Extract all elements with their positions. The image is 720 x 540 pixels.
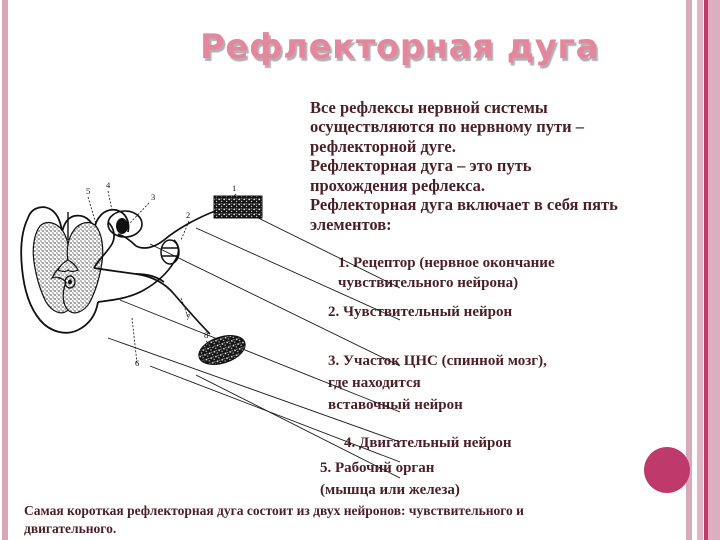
list-item-3-line-1: 3. Участок ЦНС (спинной мозг), [328, 353, 547, 369]
list-item-1-line-2: чувствительного нейрона) [338, 274, 519, 291]
right-border-stripe-2 [697, 0, 703, 540]
spinal-cord-outline [20, 206, 130, 334]
receptor-block [213, 195, 263, 219]
intro-paragraph: Все рефлексы нервной системы осуществляю… [310, 98, 720, 234]
spinal-nerve-trunk [160, 239, 180, 265]
list-item-cns: 3. Участок ЦНС (спинной мозг), где наход… [328, 351, 547, 416]
reflex-arc-diagram: 1 2 3 4 5 6 7 8 [20, 180, 263, 368]
intro-line-2: осуществляются по нервному пути – [310, 117, 585, 137]
list-item-sensory-neuron: 2. Чувствительный нейрон [328, 304, 512, 322]
central-canal [64, 275, 76, 289]
diagram-label-6: 6 [135, 358, 139, 368]
list-item-effector: 5. Рабочий орган (мышца или железа) [320, 458, 460, 502]
circle-decoration [644, 447, 690, 493]
central-canal-lumen [68, 279, 72, 285]
slide-title: Рефлекторная дуга [200, 27, 600, 67]
diagram-label-1: 1 [232, 183, 236, 193]
list-item-3-line-2: где находится [328, 374, 421, 391]
intro-line-4: Рефлекторная дуга – это путь [310, 156, 532, 176]
diagram-label-2: 2 [186, 210, 190, 220]
diagram-label-7: 7 [186, 312, 190, 322]
list-item-3-line-3: вставочный нейрон [328, 396, 463, 413]
right-border-stripe-3 [708, 0, 720, 540]
intro-line-7: элементов: [310, 214, 392, 234]
diagram-number-labels: 1 2 3 4 5 6 7 8 [86, 180, 236, 368]
footer-line-1: Самая короткая рефлекторная дуга состоит… [24, 503, 524, 518]
sensory-neuron-path [93, 209, 219, 269]
diagram-label-3: 3 [151, 192, 155, 202]
diagram-label-4: 4 [106, 180, 111, 190]
left-border-stripe [2, 0, 8, 540]
intro-line-5: прохождения рефлекса. [310, 175, 485, 195]
list-item-receptor: 1. Рецептор (нервное окончание чувствите… [338, 254, 555, 293]
right-border-stripe-1 [686, 0, 692, 540]
list-item-5-line-2: (мышца или железа) [320, 481, 460, 498]
motor-neuron-path [93, 239, 211, 335]
list-item-motor-neuron: 4. Двигательный нейрон [344, 435, 512, 453]
list-item-5-line-1: 5. Рабочий орган [320, 460, 435, 476]
list-item-1-line-1: 1. Рецептор (нервное окончание [338, 255, 555, 271]
list-item-4-line-1: 4. Двигательный нейрон [344, 435, 512, 451]
right-border-stripe-accent [704, 0, 708, 540]
diagram-label-5: 5 [86, 186, 90, 196]
effector-muscle [198, 335, 246, 365]
footer-line-2: двигательного. [24, 520, 117, 536]
diagram-label-ticks [87, 190, 237, 364]
diagram-label-8: 8 [204, 330, 208, 340]
intro-line-6: Рефлекторная дуга включает в себя пять [310, 195, 618, 215]
footer-note: Самая короткая рефлекторная дуга состоит… [24, 502, 684, 537]
intro-line-1: Все рефлексы нервной системы [310, 98, 548, 117]
intro-line-3: рефлекторной дуге. [310, 136, 456, 156]
list-item-2-line-1: 2. Чувствительный нейрон [328, 304, 513, 320]
